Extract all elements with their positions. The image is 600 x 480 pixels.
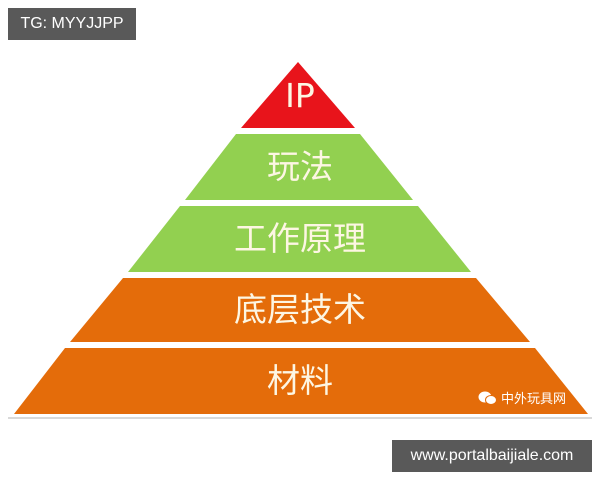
- layer-ip-shape: [241, 62, 355, 128]
- layer-label-gameplay: 玩法: [267, 147, 333, 186]
- layer-label-tech: 底层技术: [234, 290, 366, 329]
- tg-label: TG: MYYJJPP: [8, 8, 136, 40]
- layer-material-shape: [14, 348, 588, 414]
- url-label: www.portalbaijiale.com: [392, 440, 592, 472]
- wechat-icon: [478, 390, 498, 406]
- watermark: 中外玩具网: [478, 388, 566, 407]
- layer-label-material: 材料: [267, 361, 333, 400]
- watermark-text: 中外玩具网: [501, 392, 567, 407]
- layer-label-ip: IP: [285, 76, 315, 115]
- layer-tech-shape: [70, 278, 530, 342]
- layer-gameplay-shape: [185, 134, 413, 200]
- layer-principle-shape: [128, 206, 471, 272]
- layer-label-principle: 工作原理: [234, 219, 366, 258]
